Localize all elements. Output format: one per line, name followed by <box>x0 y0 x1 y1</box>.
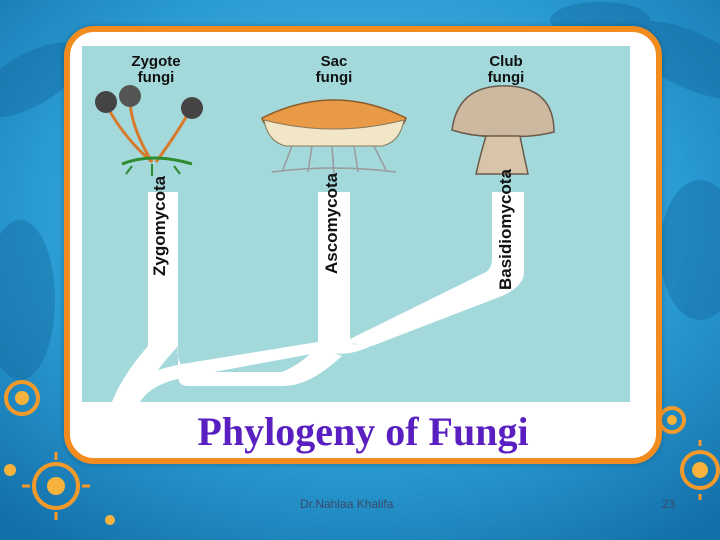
phylogenetic-tree <box>112 192 524 402</box>
phylum-label-basidiomycota: Basidiomycota <box>496 169 515 290</box>
phylum-label-ascomycota: Ascomycota <box>322 172 341 274</box>
phylum-label-zygomycota: Zygomycota <box>150 175 169 276</box>
mushroom-icon <box>451 85 555 175</box>
sac-fungus-icon <box>261 99 407 175</box>
author-footer: Dr.Nahlaa Khalifa <box>300 497 394 511</box>
page-number: 23 <box>662 497 676 511</box>
slide-title: Phylogeny of Fungi <box>197 409 529 454</box>
zygote-fungus-icon <box>95 85 203 176</box>
